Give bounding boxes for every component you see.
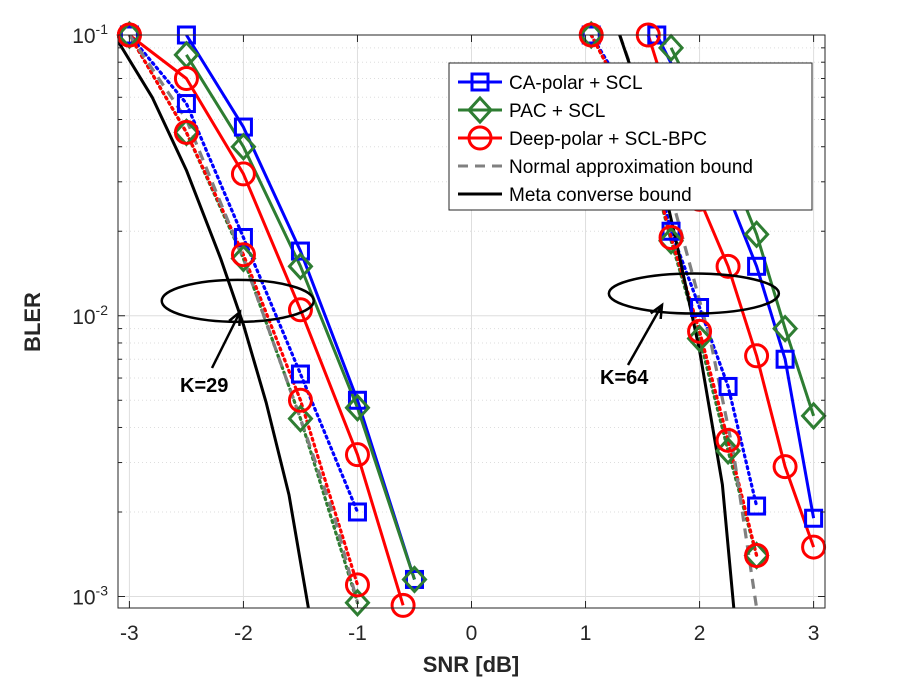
series-9-point-2 — [743, 220, 770, 249]
x-tick-label-5: 2 — [694, 622, 706, 645]
annotation-label-0: K=29 — [180, 375, 228, 397]
series-3-point-3 — [290, 364, 310, 384]
legend-label-3: Normal approximation bound — [509, 157, 753, 178]
series-5-point-4 — [344, 572, 370, 598]
annotation-arrowhead-0 — [228, 309, 242, 327]
series-line-11 — [589, 35, 759, 508]
series-line-5 — [127, 35, 360, 587]
legend: CA-polar + SCL PAC + SCL Deep-polar + SCL-… — [448, 62, 813, 211]
x-axis-title: SNR [dB] — [423, 652, 520, 677]
series-line-1 — [185, 54, 416, 580]
x-tick-label-1: -2 — [234, 622, 253, 645]
series-5-point-1 — [173, 119, 199, 145]
series-0-point-3 — [347, 390, 367, 410]
series-5-point-2 — [230, 242, 256, 268]
x-tick-label-4: 1 — [580, 622, 592, 645]
series-1-point-3 — [344, 393, 371, 423]
series-0-point-2 — [290, 241, 310, 261]
series-1-point-4 — [401, 565, 428, 594]
series-8-point-4 — [775, 349, 795, 369]
series-line-3 — [127, 35, 360, 514]
series-8-point-5 — [804, 508, 824, 528]
series-10-point-2 — [715, 253, 741, 279]
series-13-point-5 — [744, 542, 770, 568]
x-tick-label-3: 0 — [466, 622, 478, 645]
x-tick-label-2: -1 — [348, 622, 367, 645]
axes: -3 -2 -1 0 1 2 3 10-3 10-2 10-1 — [72, 21, 825, 645]
annotation-ellipse-0 — [160, 278, 315, 324]
series-4-point-4 — [344, 588, 371, 617]
legend-marker-2 — [467, 125, 493, 151]
annotation-ellipse-1 — [607, 272, 781, 315]
annotation-label-1: K=64 — [600, 367, 649, 389]
x-tick-label-6: 3 — [808, 622, 820, 645]
annotations: K=29 K=64 — [160, 272, 781, 397]
series-layer — [116, 20, 827, 618]
series-line-7 — [118, 40, 310, 608]
y-tick-label-2: 10-1 — [72, 21, 108, 48]
y-tick-label-0: 10-3 — [72, 583, 108, 610]
series-11-point-5 — [747, 496, 767, 516]
series-11-point-3 — [690, 298, 710, 318]
y-tick-label-1: 10-2 — [72, 302, 108, 329]
series-2-point-5 — [390, 592, 416, 618]
y-axis-title: BLER — [20, 292, 45, 352]
series-line-0 — [185, 35, 416, 580]
series-3-point-1 — [176, 94, 196, 114]
series-4-point-3 — [287, 404, 314, 433]
legend-marker-1 — [466, 95, 494, 125]
series-2-point-3 — [287, 297, 313, 323]
annotation-arrow-1 — [626, 304, 664, 366]
legend-label-4: Meta converse bound — [509, 185, 692, 206]
series-0-point-4 — [404, 569, 424, 589]
legend-label-1: PAC + SCL — [509, 101, 605, 122]
series-12-point-2 — [658, 226, 685, 255]
series-9-point-0 — [658, 33, 685, 63]
series-5-point-3 — [287, 387, 313, 413]
series-13-point-4 — [715, 427, 741, 453]
legend-marker-0 — [470, 72, 490, 92]
series-2-point-1 — [173, 65, 199, 91]
legend-label-0: CA-polar + SCL — [509, 73, 643, 94]
series-2-point-4 — [344, 442, 370, 468]
series-2-point-2 — [230, 161, 256, 187]
series-9-point-4 — [800, 401, 827, 431]
series-10-point-3 — [744, 343, 770, 369]
series-3-point-4 — [347, 502, 367, 522]
legend-box — [448, 62, 813, 211]
legend-label-2: Deep-polar + SCL-BPC — [509, 129, 707, 150]
series-1-point-1 — [230, 132, 257, 161]
series-11-point-4 — [718, 376, 738, 396]
series-1-point-2 — [287, 252, 314, 281]
series-4-point-2 — [230, 244, 257, 273]
x-tick-label-0: -3 — [120, 622, 139, 645]
series-13-point-3 — [687, 318, 713, 344]
series-9-point-3 — [772, 314, 799, 343]
annotation-arrowhead-1 — [649, 302, 664, 320]
series-10-point-4 — [772, 454, 798, 480]
series-13-point-2 — [658, 224, 684, 250]
series-8-point-3 — [747, 256, 767, 276]
annotation-arrow-0 — [210, 311, 242, 369]
series-12-point-3 — [686, 324, 713, 353]
